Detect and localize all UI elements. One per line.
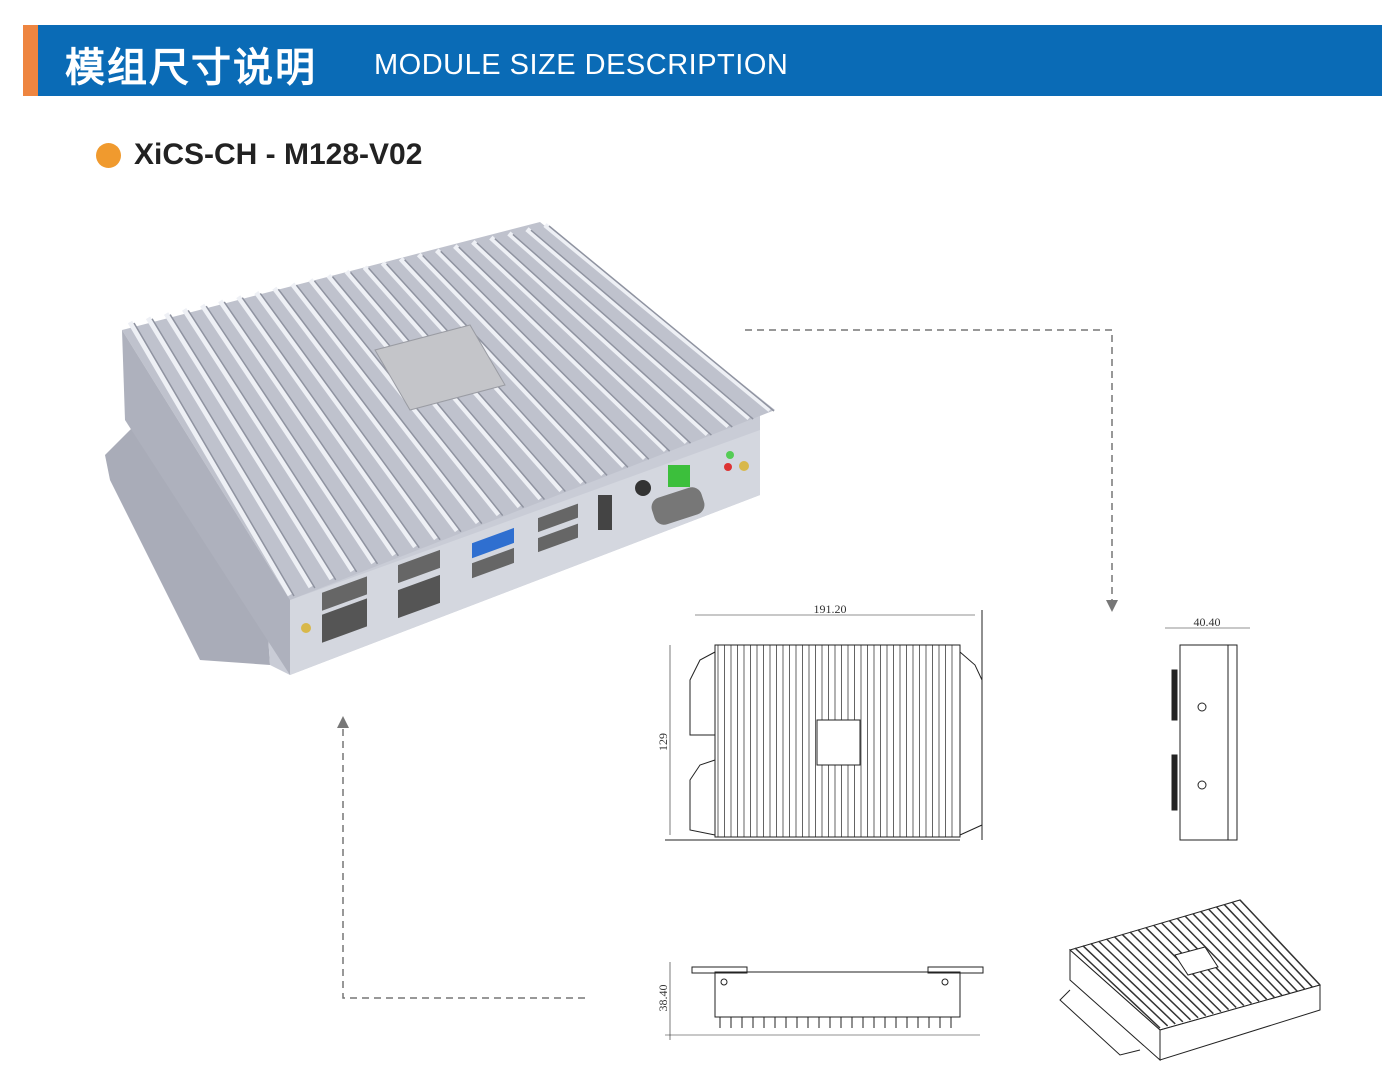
bullet-icon: [96, 142, 121, 168]
fin: [200, 303, 376, 565]
fin: [1176, 917, 1260, 1002]
fin: [494, 238, 712, 436]
top-view-width-dimension: 191.20: [814, 602, 847, 616]
fin: [1223, 904, 1306, 990]
fin: [543, 223, 772, 412]
connector-arrow-right: [745, 329, 1113, 600]
fin: [1231, 901, 1313, 988]
fin: [259, 293, 441, 541]
fin: [1184, 915, 1268, 1000]
section-header: 模组尺寸说明 MODULE SIZE DESCRIPTION: [23, 25, 1382, 96]
fin: [476, 242, 692, 444]
fin: [277, 288, 462, 533]
fin: [416, 252, 626, 469]
fin: [422, 254, 629, 468]
fin: [1082, 945, 1169, 1027]
fin: [1113, 936, 1199, 1019]
fin: [525, 227, 751, 420]
fin: [1098, 940, 1184, 1023]
header-accent-stripe: [23, 25, 38, 96]
fin: [1105, 938, 1191, 1021]
fin: [187, 309, 358, 573]
fin: [471, 240, 689, 444]
fin: [398, 257, 605, 477]
model-name: XiCS-CH - M128-V02: [134, 138, 423, 171]
fin: [290, 282, 480, 525]
fin: [169, 314, 337, 581]
top-view-drawing: [665, 610, 983, 841]
fin: [1192, 913, 1275, 998]
fin: [205, 305, 379, 565]
front-view-drawing: [665, 962, 984, 1040]
section-title-en: MODULE SIZE DESCRIPTION: [374, 49, 789, 81]
fin: [295, 284, 483, 525]
fin: [218, 299, 397, 557]
fin: [223, 301, 399, 557]
fin: [236, 295, 418, 549]
fin: [1239, 899, 1321, 986]
isometric-drawing: [1059, 899, 1321, 1062]
fin: [530, 229, 754, 420]
fin: [127, 320, 293, 597]
fin: [1121, 933, 1207, 1017]
top-view-height-dimension: 129: [656, 733, 670, 751]
fin: [458, 246, 671, 452]
fin: [1215, 906, 1298, 992]
fin: [404, 259, 608, 476]
fin: [512, 233, 733, 428]
fin: [1200, 910, 1283, 996]
product-render: [105, 222, 775, 675]
section-title-cn: 模组尺寸说明: [65, 45, 317, 91]
fin: [1208, 908, 1291, 994]
fin: [453, 244, 668, 453]
fin: [1137, 929, 1222, 1013]
fin: [254, 291, 439, 541]
connector-arrow-left: [342, 728, 585, 999]
front-view-height-dimension: 38.40: [656, 985, 670, 1012]
fin: [241, 297, 420, 549]
io-ports: [301, 451, 749, 643]
fin: [1129, 931, 1214, 1015]
fin: [548, 225, 775, 412]
fin: [151, 318, 316, 589]
fin: [440, 250, 650, 460]
side-view-drawing: [1165, 627, 1250, 841]
fin: [507, 231, 730, 428]
fin: [133, 322, 295, 597]
fin: [1074, 947, 1161, 1029]
fin: [182, 307, 355, 573]
fin: [1090, 942, 1176, 1025]
model-heading: XiCS-CH - M128-V02: [96, 136, 422, 174]
fin: [163, 312, 334, 581]
fin: [434, 248, 647, 461]
fin: [145, 316, 314, 589]
fin: [489, 235, 710, 436]
side-view-width-dimension: 40.40: [1194, 615, 1221, 629]
fin: [272, 286, 459, 533]
